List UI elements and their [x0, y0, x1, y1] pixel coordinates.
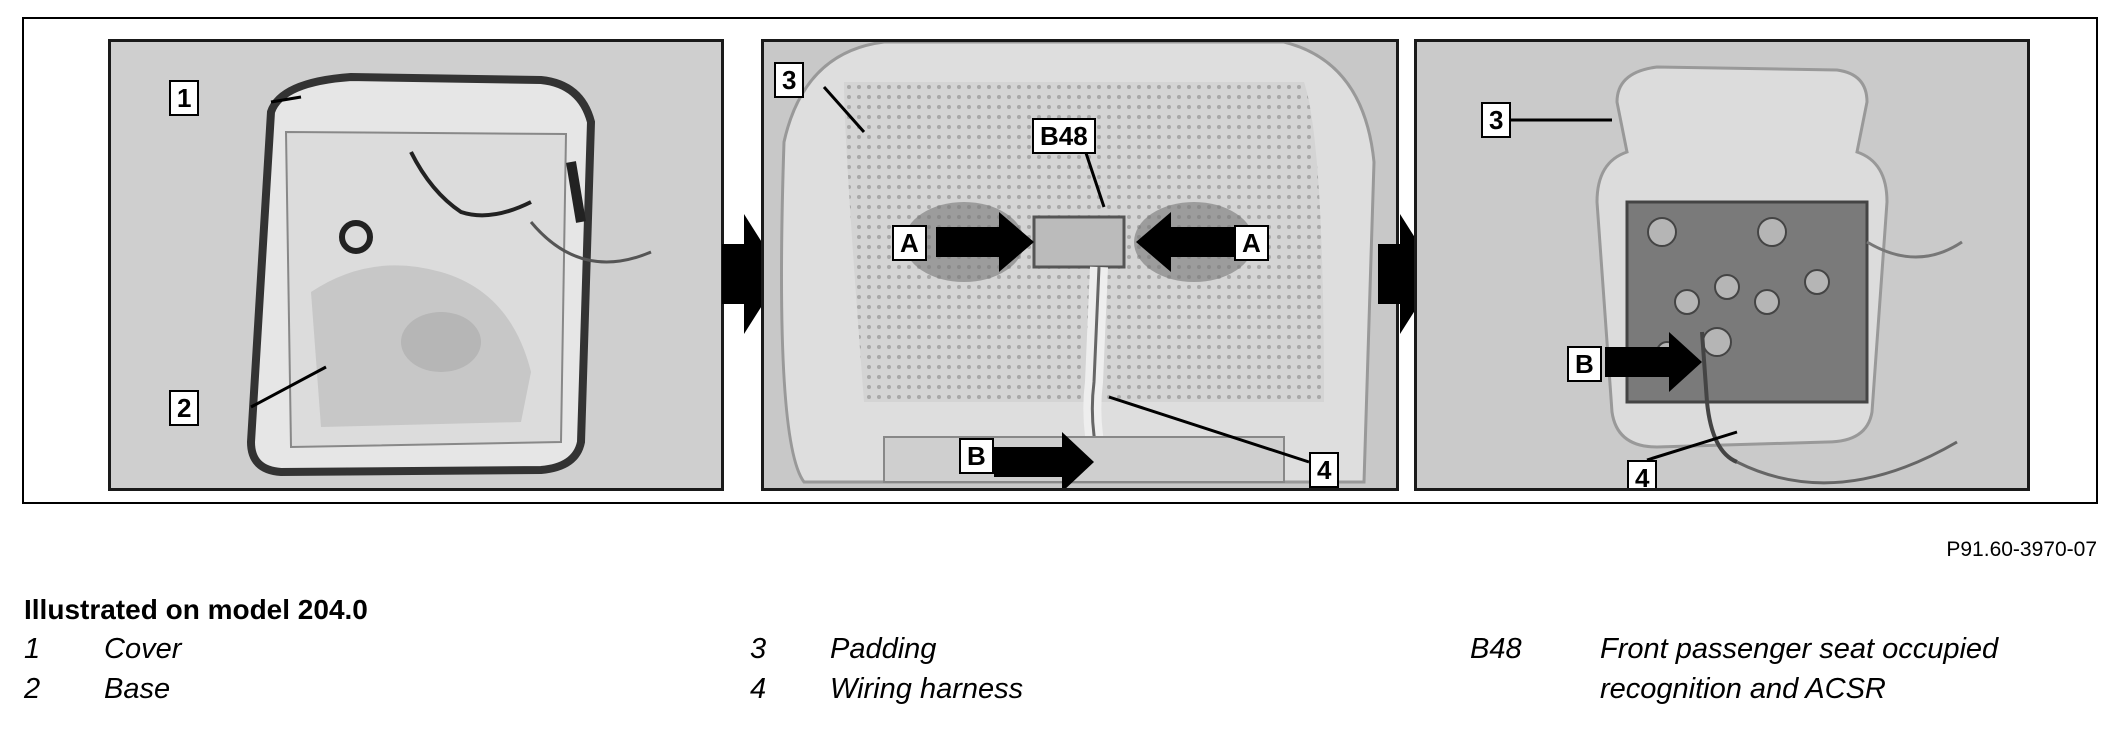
- seat-padding-image: [764, 42, 1396, 488]
- panel-cover-base: 1 2: [108, 39, 724, 491]
- seat-cover-image: [111, 42, 721, 488]
- panel-padding-underside: 3 B 4: [1414, 39, 2030, 491]
- legend-key: 4: [750, 673, 767, 705]
- callout-b48: B48: [1032, 118, 1096, 154]
- callout-b: B: [959, 438, 994, 474]
- legend-item: 4 Wiring harness: [750, 669, 1450, 709]
- legend-item: 3 Padding: [750, 629, 1450, 669]
- callout-a-right: A: [1234, 225, 1269, 261]
- callout-3: 3: [1481, 102, 1512, 138]
- panel-padding: 3 B48 A A B 4: [761, 39, 1399, 491]
- legend-key: 1: [24, 633, 41, 665]
- figure-id: P91.60-3970-07: [1946, 538, 2097, 561]
- callout-4: 4: [1627, 460, 1658, 488]
- flow-arrow-1: [722, 214, 782, 334]
- flow-arrow-2: [1378, 214, 1438, 334]
- legend-key: 2: [24, 673, 41, 705]
- callout-a-left: A: [892, 225, 927, 261]
- callout-2: 2: [169, 390, 200, 426]
- legend-text: Wiring harness: [830, 673, 1024, 705]
- callout-b: B: [1567, 346, 1602, 382]
- legend-key: B48: [1470, 633, 1522, 665]
- legend-text: Front passenger seat occupied: [1600, 633, 1999, 665]
- legend-item: 2 Base: [24, 669, 724, 709]
- callout-3: 3: [774, 62, 805, 98]
- callout-1: 1: [169, 80, 200, 116]
- legend-item: B48 Front passenger seat occupied recogn…: [1470, 629, 2110, 709]
- legend-text: Cover: [104, 633, 182, 665]
- legend-text: Padding: [830, 633, 937, 665]
- legend-key: 3: [750, 633, 767, 665]
- figure-frame: 1 2: [22, 17, 2098, 504]
- legend-text: Base: [104, 673, 171, 705]
- seat-underside-image: [1417, 42, 2027, 488]
- callout-4: 4: [1309, 452, 1340, 488]
- legend-title: Illustrated on model 204.0: [24, 594, 368, 625]
- legend-text-line2: recognition and ACSR: [1600, 673, 1886, 705]
- legend-item: 1 Cover: [24, 629, 724, 669]
